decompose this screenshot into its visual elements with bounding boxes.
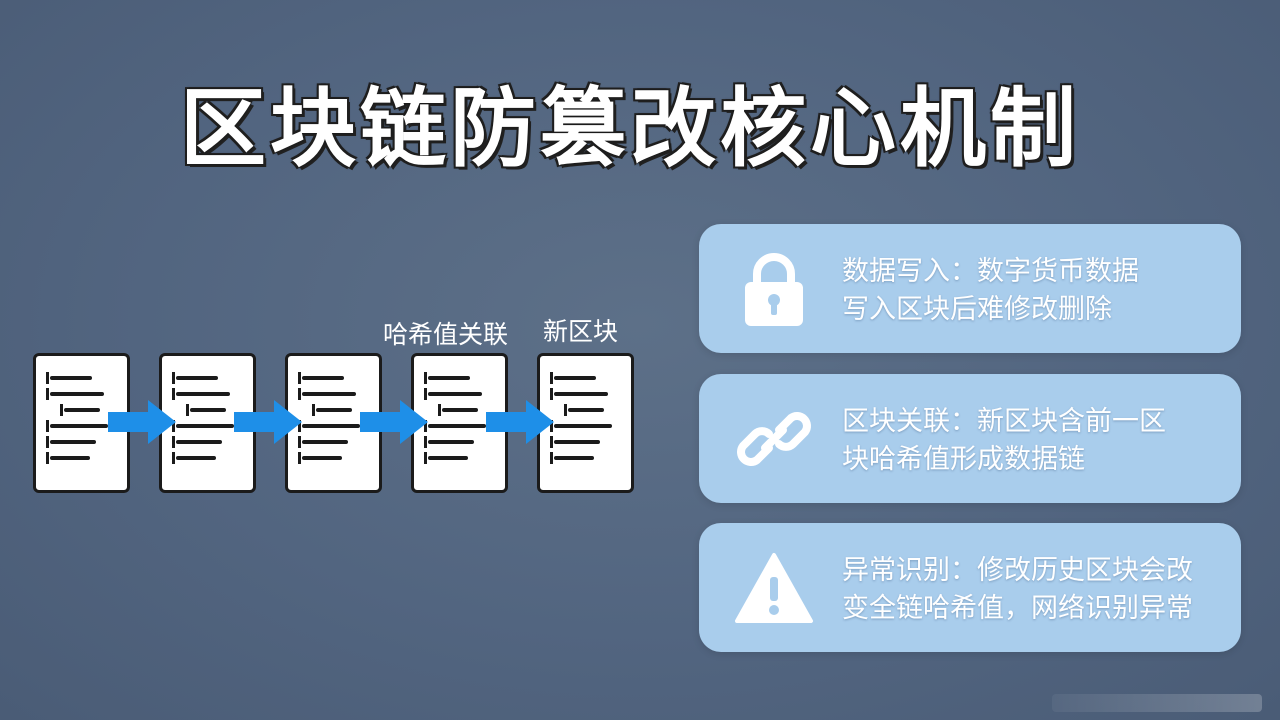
page-title: 区块链防篡改核心机制 [180,79,1080,179]
new-block-label: 新区块 [543,317,619,346]
arrow-right-icon [234,400,302,444]
chain-link-icon [737,412,811,466]
watermark [1052,694,1262,712]
card-line-2: 块哈希值形成数据链 [842,444,1085,475]
card-data-write: 数据写入：数字货币数据 写入区块后难修改删除 [699,224,1241,353]
card-line-2: 变全链哈希值，网络识别异常 [842,593,1193,624]
arrow-right-icon [486,400,554,444]
card-line-1: 区块关联：新区块含前一区 [842,406,1166,437]
card-anomaly-detect: 异常识别：修改历史区块会改 变全链哈希值，网络识别异常 [699,523,1241,652]
lock-icon [745,253,803,326]
arrow-right-icon [360,400,428,444]
card-line-1: 异常识别：修改历史区块会改 [842,555,1193,586]
hash-link-label: 哈希值关联 [383,320,509,349]
card-line-1: 数据写入：数字货币数据 [842,256,1139,287]
card-line-2: 写入区块后难修改删除 [842,294,1112,325]
arrow-right-icon [108,400,176,444]
warning-icon [735,553,813,623]
block-new [537,353,634,493]
card-block-link: 区块关联：新区块含前一区 块哈希值形成数据链 [699,374,1241,503]
